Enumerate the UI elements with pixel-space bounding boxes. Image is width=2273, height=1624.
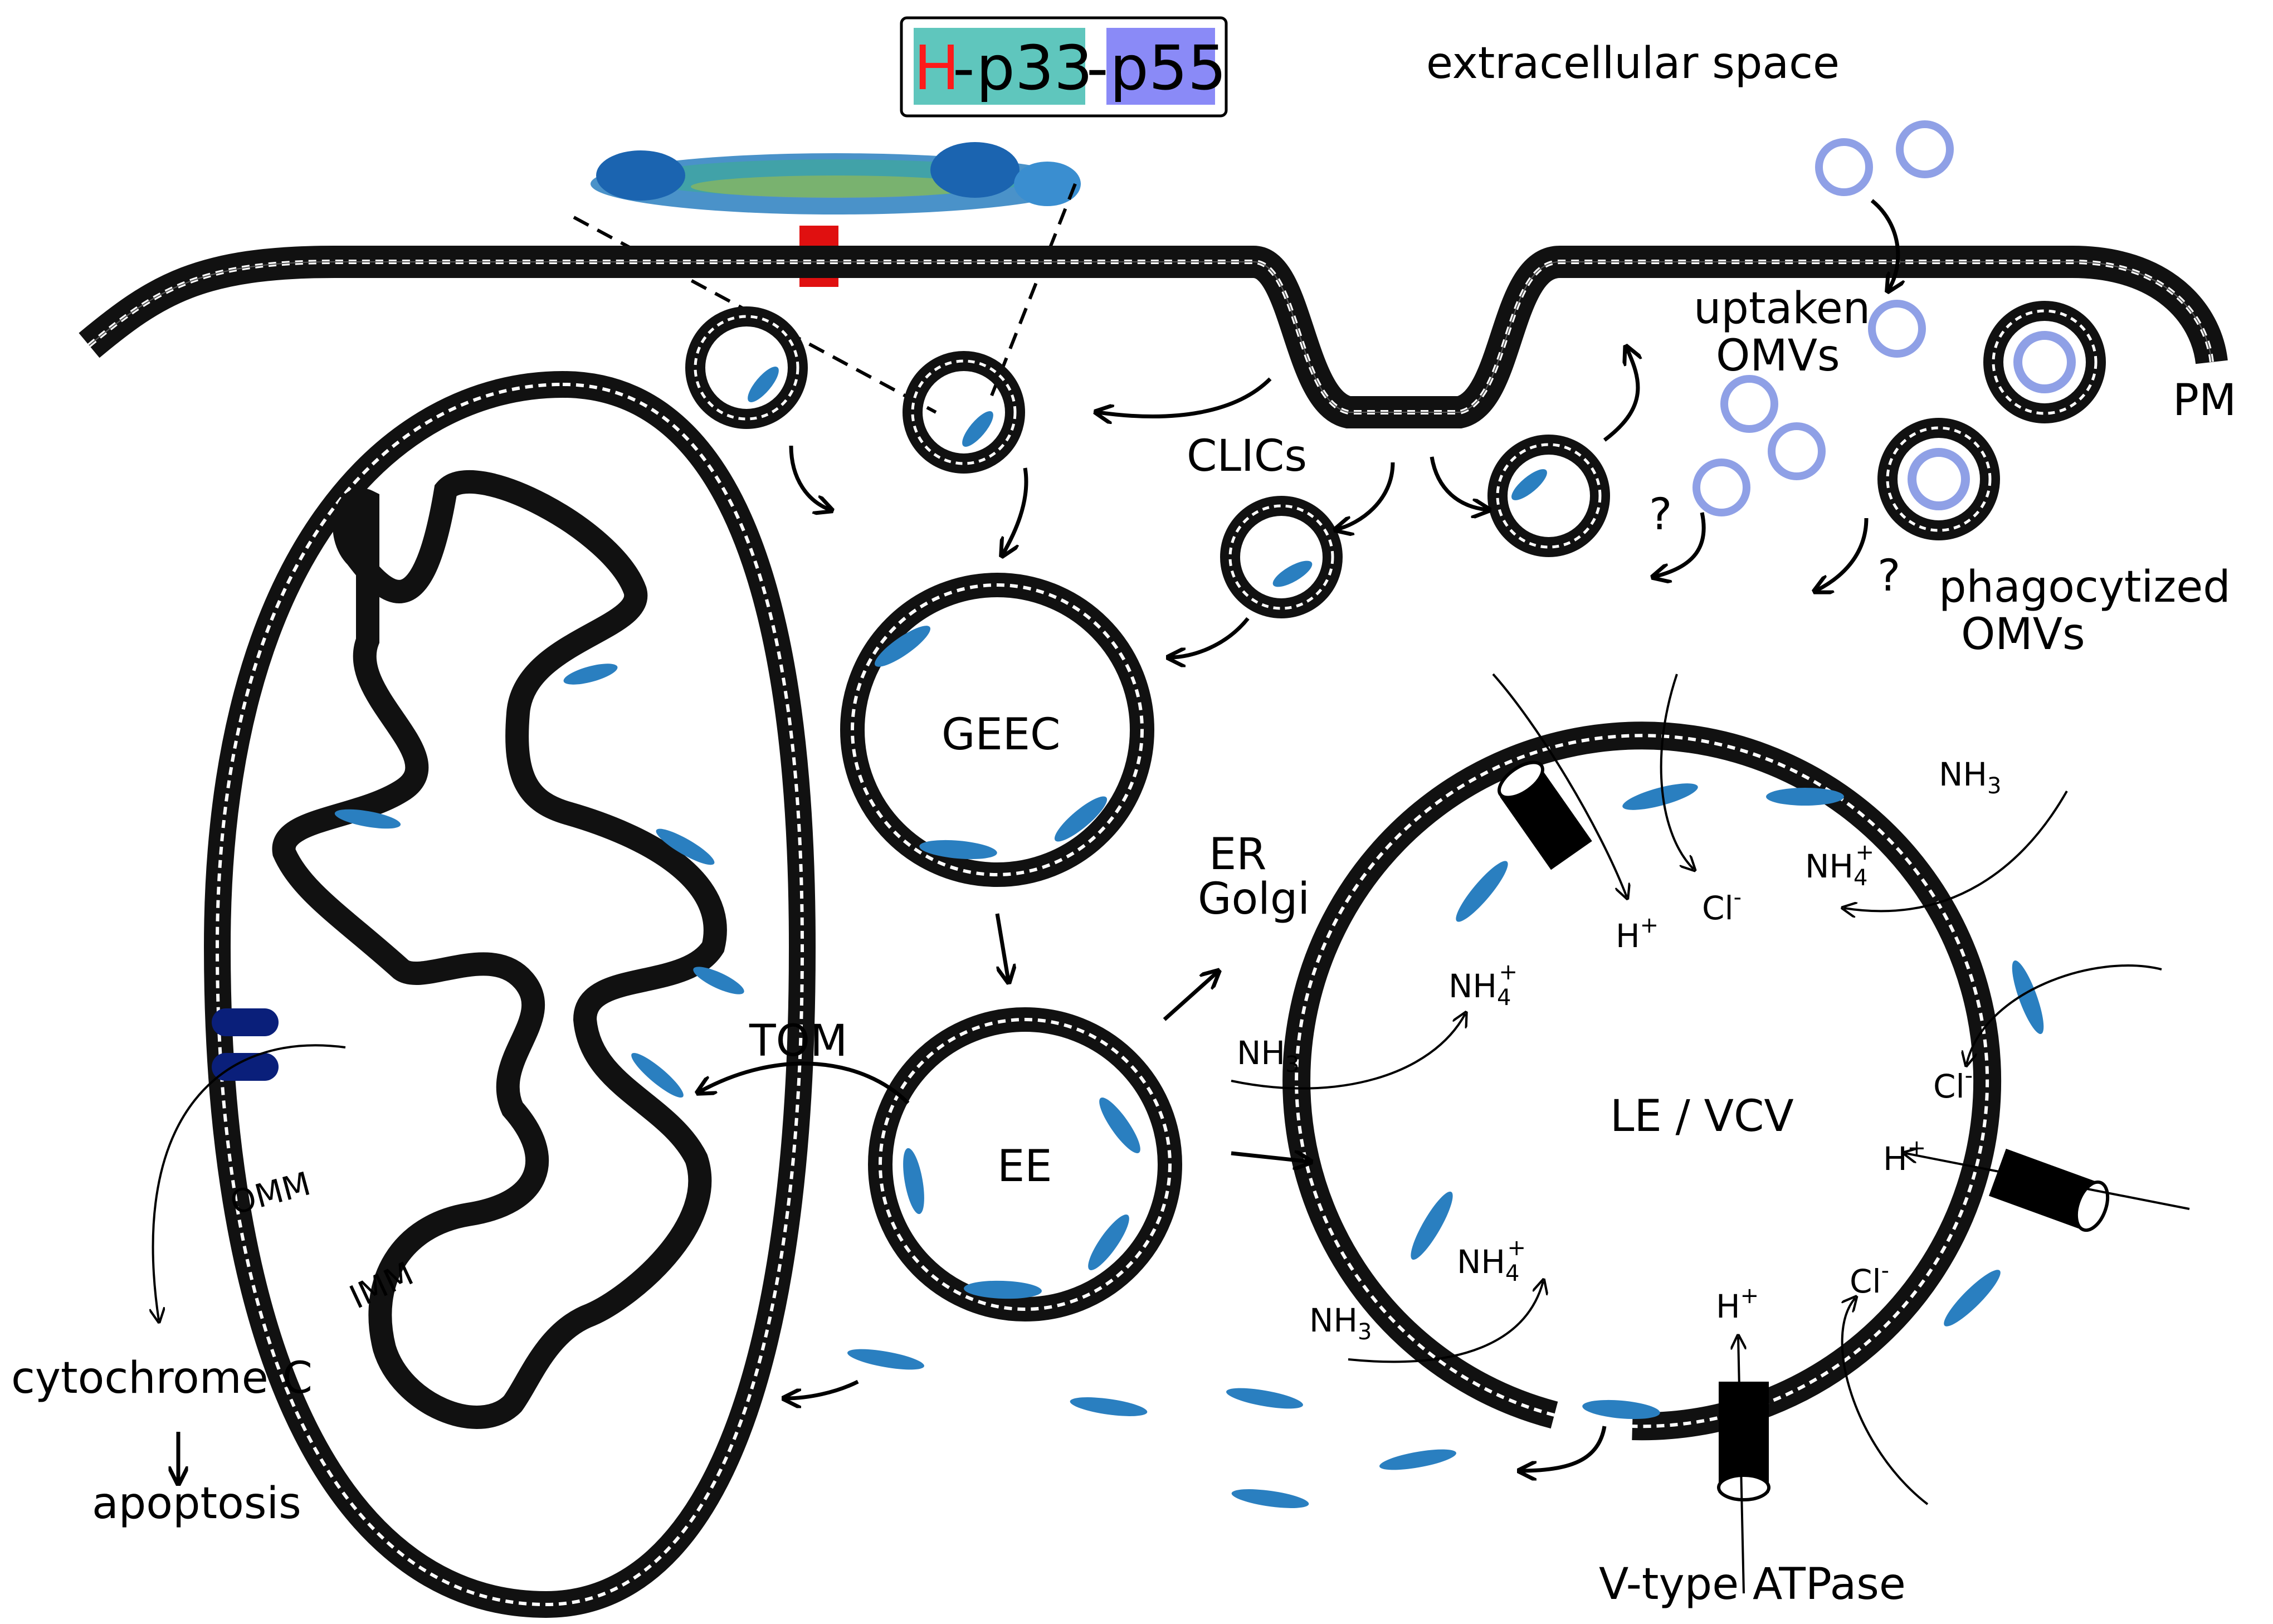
vesicle-pm-1 xyxy=(685,306,808,429)
legend-dash1: - xyxy=(953,32,975,104)
label-phagocytized-omvs: OMVs xyxy=(1961,609,2085,660)
label-le-vcv: LE / VCV xyxy=(1610,1091,1794,1142)
ion-nh4-1: NH4+ xyxy=(1805,840,1874,891)
arrows xyxy=(153,199,2190,1594)
label-vtype-atpase: V-type ATPase xyxy=(1599,1559,1906,1610)
le-vcv-compartment xyxy=(1282,721,2044,1441)
vatpase-channel-2 xyxy=(1989,1148,2110,1232)
geec-compartment xyxy=(840,573,1154,887)
legend-p55: p55 xyxy=(1110,32,1227,104)
vesicle-phago-1 xyxy=(1983,301,2106,423)
label-geec: GEEC xyxy=(942,710,1060,760)
label-extracellular-space: extracellular space xyxy=(1426,38,1840,89)
legend-h: H xyxy=(914,32,960,104)
svg-text:NH4+: NH4+ xyxy=(1457,1235,1526,1286)
ee-compartment xyxy=(868,1007,1182,1321)
mitochondrion-outer-membrane xyxy=(203,370,816,1618)
protein-structure-top xyxy=(573,142,1081,414)
mitochondrion xyxy=(203,370,816,1618)
label-tom: TOM xyxy=(749,1016,847,1066)
vatpase-channel-3 xyxy=(1717,1382,1770,1501)
free-proteins xyxy=(847,1349,1456,1508)
svg-text:NH4+: NH4+ xyxy=(1805,840,1874,891)
legend-p33: p33 xyxy=(976,32,1093,104)
ion-h-1: H+ xyxy=(1616,913,1659,955)
label-phagocytized: phagocytized xyxy=(1939,562,2231,612)
svg-text:NH4+: NH4+ xyxy=(1448,959,1518,1011)
omv xyxy=(1692,459,1750,516)
label-er: ER xyxy=(1209,830,1266,880)
omv xyxy=(1815,138,1873,196)
omv xyxy=(1720,375,1778,433)
label-pm: PM xyxy=(2173,375,2236,426)
omv xyxy=(1896,120,1954,178)
ion-h-2: H+ xyxy=(1883,1135,1926,1178)
svg-text:Cl-: Cl- xyxy=(1933,1063,1973,1105)
vesicle-pm-2 xyxy=(903,351,1025,474)
svg-text:NH3: NH3 xyxy=(1237,1034,1299,1077)
svg-text:H+: H+ xyxy=(1616,913,1659,955)
ion-cl-1: Cl- xyxy=(1702,885,1742,927)
ion-cl-2: Cl- xyxy=(1933,1063,1973,1105)
vesicle-clic-2 xyxy=(1220,496,1343,618)
svg-text:H+: H+ xyxy=(1716,1283,1759,1325)
ion-nh4-2: NH4+ xyxy=(1448,959,1518,1011)
label-ee: EE xyxy=(997,1142,1052,1192)
ion-labels: NH3 NH4+ H+ Cl- NH4+ NH3 Cl- H+ NH4+ NH3… xyxy=(1237,755,2001,1345)
label-golgi: Golgi xyxy=(1198,874,1310,924)
omv xyxy=(1868,300,1926,358)
ion-nh4-3: NH4+ xyxy=(1457,1235,1526,1286)
svg-text:NH3: NH3 xyxy=(1939,755,2001,799)
ion-nh3-1: NH3 xyxy=(1939,755,2001,799)
label-question-1: ? xyxy=(1649,490,1672,540)
label-apoptosis: apoptosis xyxy=(92,1479,301,1529)
svg-text:Cl-: Cl- xyxy=(1850,1258,1889,1300)
label-uptaken: uptaken xyxy=(1694,284,1870,334)
label-cytochrome-c: cytochrome C xyxy=(11,1353,313,1403)
svg-text:H+: H+ xyxy=(1883,1135,1926,1178)
plasma-membrane xyxy=(79,246,2228,428)
ion-nh3-3: NH3 xyxy=(1309,1301,1372,1345)
mitochondrion-inner-membrane xyxy=(272,470,727,1429)
label-question-2: ? xyxy=(1877,551,1900,601)
vesicle-phago-2 xyxy=(1877,418,2000,540)
label-uptaken-omvs: OMVs xyxy=(1716,331,1840,381)
vatpase-channel-1 xyxy=(1498,760,1592,870)
svg-text:NH3: NH3 xyxy=(1309,1301,1372,1345)
ion-h-3: H+ xyxy=(1716,1283,1759,1325)
vesicle-clic-1 xyxy=(1487,435,1610,557)
label-clics: CLICs xyxy=(1187,431,1307,481)
omv xyxy=(1768,422,1826,480)
ion-nh3-2: NH3 xyxy=(1237,1034,1299,1077)
legend-dash2: - xyxy=(1086,32,1109,104)
ion-cl-3: Cl- xyxy=(1850,1258,1889,1300)
svg-text:Cl-: Cl- xyxy=(1702,885,1742,927)
legend-box: H - p33 - p55 xyxy=(900,16,1228,118)
omv-group xyxy=(1692,120,1954,516)
labels: extracellular space uptaken OMVs PM CLIC… xyxy=(11,38,2236,1610)
